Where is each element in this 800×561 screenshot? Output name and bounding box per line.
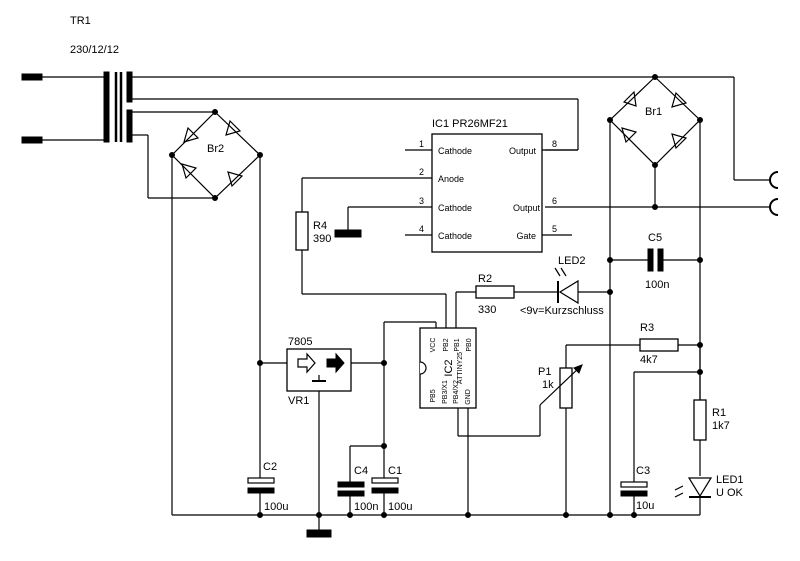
- r2-name: R2: [478, 273, 492, 285]
- r1-value: 1k7: [712, 420, 730, 432]
- tr1-secondary-winding-b: [126, 109, 133, 143]
- led2: LED2 <9v=Kurzschluss: [520, 255, 613, 317]
- led2-name: LED2: [558, 255, 586, 267]
- capacitor-c1: C1 100u: [371, 465, 412, 515]
- ic1-name: IC1 PR26MF21: [432, 118, 508, 130]
- ic1-pin8-label: Output: [509, 146, 537, 156]
- ic2-pin-gnd: GND: [465, 389, 472, 405]
- regulator-name: VR1: [288, 395, 309, 407]
- c4-value: 100n: [354, 501, 378, 513]
- led1-name: LED1: [716, 474, 744, 486]
- output-terminal-2: [769, 198, 779, 216]
- r1-name: R1: [712, 407, 726, 419]
- transformer-tr1: TR1 230/12/12: [21, 15, 734, 199]
- ic1-body: [431, 133, 543, 253]
- led2-note: <9v=Kurzschluss: [520, 305, 604, 317]
- ic1-pin3-label: Cathode: [438, 203, 472, 213]
- ic1-pin1-num: 1: [419, 139, 424, 149]
- c2-value: 100u: [264, 501, 288, 513]
- bridge-br2: Br2: [169, 109, 263, 515]
- resistor-r4: R4 390: [295, 178, 447, 328]
- ic1-pin3-num: 3: [419, 196, 424, 206]
- c1-value: 100u: [388, 501, 412, 513]
- ic2-attiny25: IC2 ATTINY25 VCC PB2 PB1 PB0 PB5 PB3/X1 …: [419, 327, 477, 515]
- c1-name: C1: [388, 465, 402, 477]
- r3-value: 4k7: [640, 354, 658, 366]
- capacitor-c4: C4 100n: [337, 446, 378, 515]
- resistor-r3: R3 4k7: [566, 322, 703, 366]
- ic1-pin1-label: Cathode: [438, 146, 472, 156]
- resistor-r1: R1 1k7: [693, 345, 730, 476]
- ic1-pin5-label: Gate: [516, 231, 536, 241]
- ic2-name: IC2: [443, 359, 455, 376]
- ic2-pin-pb2: PB2: [443, 338, 450, 351]
- p1-name: P1: [538, 366, 551, 378]
- r2-value: 330: [478, 304, 496, 316]
- ground-symbol-main: [306, 529, 332, 538]
- resistor-r2: R2 330: [455, 273, 558, 328]
- c2-name: C2: [263, 461, 277, 473]
- tr1-primary-winding: [103, 71, 110, 143]
- c3-value: 10u: [636, 500, 654, 512]
- c5-name: C5: [648, 232, 662, 244]
- ic1-pin6-label: Output: [513, 203, 541, 213]
- ic1-pr26mf21: IC1 PR26MF21 1 2 3 4 5 6 8 Cathode Anode…: [302, 118, 578, 253]
- ic1-pin8-num: 8: [552, 139, 557, 149]
- potentiometer-p1: P1 1k: [457, 345, 583, 515]
- br2-name: Br2: [207, 143, 224, 155]
- ic1-pin2-num: 2: [419, 167, 424, 177]
- p1-value: 1k: [542, 379, 554, 391]
- regulator-type: 7805: [288, 336, 312, 348]
- capacitor-c5: C5 100n: [607, 232, 703, 291]
- tr1-name: TR1: [70, 15, 91, 27]
- r4-value: 390: [313, 233, 331, 245]
- bridge-br1: Br1: [607, 74, 703, 515]
- capacitor-c2: C2 100u: [247, 461, 288, 515]
- led1: LED1 U OK: [674, 474, 744, 515]
- c3-name: C3: [636, 465, 650, 477]
- mains-plug-pin-1: [21, 73, 43, 81]
- ic2-pin-vcc: VCC: [430, 338, 437, 353]
- ic1-pin5-num: 5: [552, 224, 557, 234]
- ic2-part: ATTINY25: [457, 352, 464, 384]
- ground-symbol-ic1: [334, 229, 362, 238]
- r4-name: R4: [313, 220, 327, 232]
- c4-name: C4: [354, 465, 368, 477]
- ic2-pin-pb0: PB0: [466, 338, 473, 351]
- c5-value: 100n: [645, 279, 669, 291]
- ic2-pin-pb4: PB4/X2: [453, 380, 460, 404]
- regulator-vr1: 7805 VR1: [257, 336, 387, 538]
- ic1-pin2-label: Anode: [438, 174, 464, 184]
- ic2-pin-pb3: PB3/X1: [442, 380, 449, 404]
- ic1-pin4-label: Cathode: [438, 231, 472, 241]
- output-terminal-1: [769, 171, 779, 189]
- tr1-secondary-winding-a: [126, 71, 133, 103]
- tr1-value: 230/12/12: [70, 44, 119, 56]
- ic1-pin6-num: 6: [552, 196, 557, 206]
- ic2-pin-pb1: PB1: [454, 338, 461, 351]
- mains-plug-pin-2: [21, 136, 43, 144]
- capacitor-c3: C3 10u: [620, 369, 703, 515]
- ic2-pin-pb5: PB5: [430, 389, 437, 402]
- r3-name: R3: [640, 322, 654, 334]
- led1-value: U OK: [716, 487, 744, 499]
- ic2-body: [419, 327, 477, 409]
- br1-name: Br1: [645, 106, 662, 118]
- ic1-pin4-num: 4: [419, 224, 424, 234]
